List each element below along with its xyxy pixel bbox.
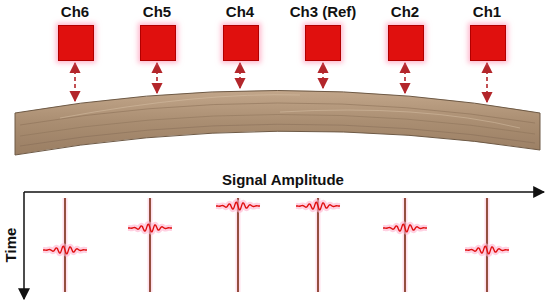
channel-label: Ch2 <box>391 3 419 21</box>
channel-label: Ch4 <box>226 3 254 21</box>
channel-label: Ch5 <box>143 3 171 21</box>
sensor-box: Ch6 <box>58 3 92 61</box>
pulse-glow <box>383 224 427 232</box>
sensor-square <box>305 25 341 61</box>
signal-pulse <box>383 224 427 232</box>
stem-glow <box>148 198 153 292</box>
pulse-glow <box>465 246 509 254</box>
channel-label: Ch1 <box>473 3 501 21</box>
sensor-square <box>58 25 94 61</box>
signal-pulse <box>43 246 87 254</box>
wood-beam <box>15 91 540 156</box>
sensor-box: Ch2 <box>388 3 422 61</box>
sensor-arrows <box>75 63 487 102</box>
sensor-square <box>388 25 424 61</box>
sensor-box: Ch3 (Ref) <box>288 3 359 61</box>
signal-pulse <box>465 246 509 254</box>
sensor-square <box>223 25 259 61</box>
sensor-box: Ch5 <box>140 3 174 61</box>
channel-label: Ch6 <box>61 3 89 21</box>
axis-label: Signal Amplitude <box>222 171 344 189</box>
signal-stem <box>149 198 151 292</box>
signal-pulse <box>296 202 340 210</box>
pulse-glow <box>128 224 172 232</box>
pulse-glow <box>296 202 340 210</box>
channel-label: Ch3 (Ref) <box>290 3 357 21</box>
axis-label-vertical: Time <box>2 228 20 263</box>
signal-pulse <box>128 224 172 232</box>
stem-glow <box>403 198 408 292</box>
sensor-square <box>140 25 176 61</box>
signal-pulse <box>216 202 260 210</box>
waveforms <box>43 198 509 292</box>
axes <box>24 192 544 299</box>
pulse-glow <box>216 202 260 210</box>
signal-stem <box>404 198 406 292</box>
sensor-box: Ch4 <box>223 3 257 61</box>
pulse-glow <box>43 246 87 254</box>
sensor-square <box>470 25 506 61</box>
sensor-box: Ch1 <box>470 3 504 61</box>
